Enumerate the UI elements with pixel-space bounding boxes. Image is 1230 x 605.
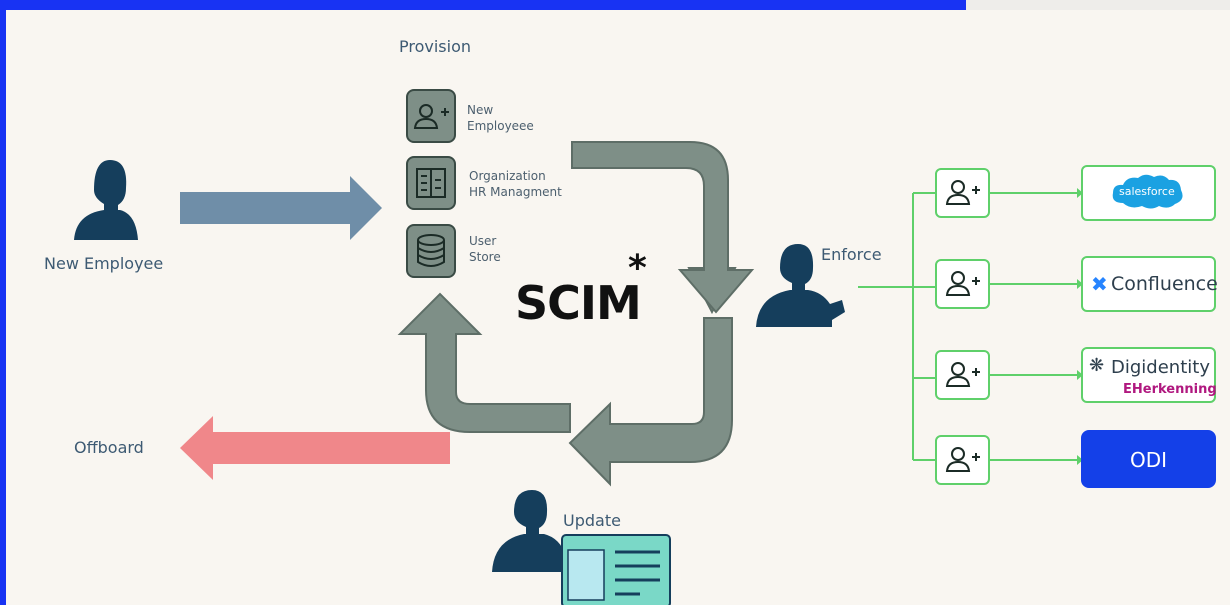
new-employee-person-icon — [74, 160, 138, 240]
new-employee-label: New Employee — [44, 254, 164, 273]
provision-item-new-employee — [406, 89, 456, 143]
target-user-add-odi — [935, 435, 990, 485]
target-user-add-confluence — [935, 259, 990, 309]
update-person-icon — [492, 490, 566, 572]
cycle-arrow-bottom — [568, 317, 733, 487]
app-confluence: ✖ Confluence — [1081, 256, 1218, 312]
app-odi: ODI — [1081, 430, 1216, 488]
database-icon — [417, 234, 445, 267]
building-icon — [416, 168, 446, 198]
user-plus-icon — [945, 180, 980, 205]
app-digidentity: ❋ Digidentity EHerkenning — [1081, 347, 1217, 403]
app-name: salesforce — [1119, 185, 1175, 198]
app-name: ODI — [1130, 448, 1168, 472]
update-label: Update — [563, 511, 621, 530]
app-name: Confluence — [1111, 273, 1218, 295]
user-plus-icon — [945, 362, 980, 387]
cycle-arrow-right-body — [571, 141, 755, 314]
top-accent-bar — [0, 0, 966, 10]
offboard-arrow — [180, 416, 450, 480]
id-card-icon — [561, 534, 671, 605]
scim-logo: SCIM — [515, 276, 642, 330]
app-name: Digidentity — [1111, 357, 1210, 378]
connector-tree — [858, 192, 1077, 461]
user-plus-icon — [945, 447, 980, 472]
user-plus-icon — [945, 271, 980, 296]
provision-item-user-store — [406, 224, 456, 278]
app-subname: EHerkenning — [1123, 382, 1217, 397]
cycle-arrow-left — [397, 292, 571, 433]
digidentity-icon: ❋ — [1089, 355, 1105, 376]
left-accent-bar — [0, 0, 6, 605]
enforce-label: Enforce — [821, 245, 882, 264]
top-bar-right — [966, 0, 1230, 10]
salesforce-cloud-icon — [1112, 174, 1183, 209]
offboard-label: Offboard — [74, 438, 144, 457]
provision-item-organization — [406, 156, 456, 210]
confluence-icon: ✖ — [1091, 272, 1108, 296]
onboard-arrow — [180, 176, 382, 240]
target-user-add-digidentity — [935, 350, 990, 400]
provision-label: Provision — [399, 37, 472, 56]
user-plus-icon — [413, 104, 449, 129]
app-salesforce: salesforce — [1081, 165, 1216, 221]
target-user-add-salesforce — [935, 168, 990, 218]
enforce-person-icon — [756, 244, 845, 327]
scim-star-mark: * — [628, 248, 647, 289]
